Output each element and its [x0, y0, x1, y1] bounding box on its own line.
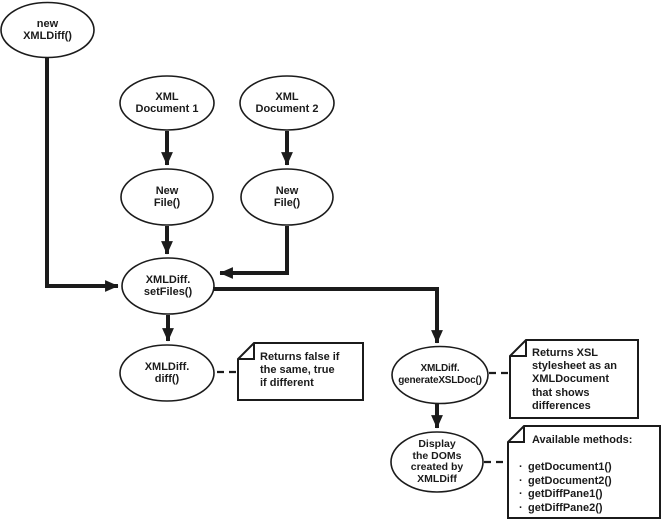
bullet-icon: ·	[519, 461, 523, 473]
method-list-item: · getDiffPane1()	[519, 488, 655, 501]
method-name: getDocument1()	[528, 461, 612, 473]
method-list-item: · getDiffPane2()	[519, 502, 655, 515]
arrow-setfiles-to-generatexsldoc	[213, 287, 443, 344]
node-ellipse-setfiles	[121, 257, 215, 315]
node-label-diff: XMLDiff. diff()	[144, 360, 190, 386]
node-label-xml-document-1: XML Document 1	[135, 90, 199, 116]
note-text-generatexsldoc: Returns XSL stylesheet as an XMLDocument…	[532, 347, 617, 412]
method-list: · getDocument1() · getDocument2() · getD…	[519, 461, 655, 514]
arrow-newfile2-to-setfiles	[219, 226, 289, 279]
node-label-new-file-1: New File()	[153, 184, 181, 210]
node-label-setfiles: XMLDiff. setFiles()	[143, 273, 193, 299]
bullet-icon: ·	[519, 474, 523, 487]
note-box-available-methods	[507, 425, 661, 519]
node-label-display-doms: Display the DOMs created by XMLDiff	[410, 438, 464, 485]
node-ellipse-diff	[119, 344, 215, 402]
node-ellipse-display-doms	[390, 431, 484, 493]
note-box-diff	[237, 342, 364, 401]
node-label-new-xmldiff: new XMLDiff()	[23, 17, 72, 43]
note-title-available-methods: Available methods:	[532, 434, 633, 446]
note-box-generatexsldoc	[509, 339, 639, 419]
node-label-xml-document-2: XML Document 2	[255, 90, 319, 116]
bullet-icon: ·	[519, 501, 523, 514]
method-list-item: · getDocument1()	[519, 461, 655, 474]
method-name: getDocument2()	[528, 474, 612, 487]
arrow-newxmldiff-to-setfiles	[45, 57, 119, 292]
node-label-new-file-2: New File()	[273, 184, 301, 210]
method-list-item: · getDocument2()	[519, 475, 655, 488]
node-ellipse-xml-document-1	[119, 75, 215, 131]
node-ellipse-new-file-2	[240, 168, 334, 226]
node-ellipse-new-file-1	[120, 168, 214, 226]
node-label-generatexsldoc: XMLDiff. generateXSLDoc()	[398, 363, 482, 386]
method-name: getDiffPane1()	[528, 488, 603, 500]
node-ellipse-generatexsldoc	[391, 345, 489, 405]
bullet-icon: ·	[519, 488, 523, 500]
node-ellipse-xml-document-2	[239, 75, 335, 131]
method-name: getDiffPane2()	[528, 501, 603, 514]
note-text-diff: Returns false if the same, true if diffe…	[260, 351, 340, 390]
